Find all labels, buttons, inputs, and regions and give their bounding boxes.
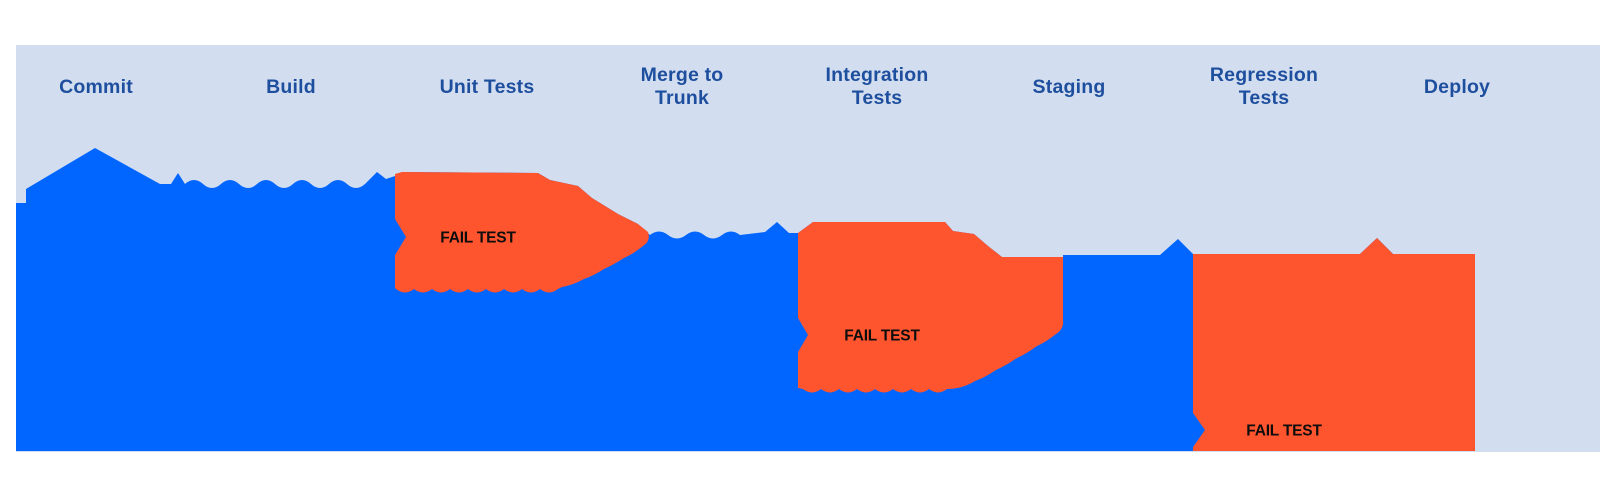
fail-test-label-regression-tests: FAIL TEST xyxy=(1246,422,1322,440)
pipeline-flow-shape xyxy=(16,148,1475,451)
stage-label-merge-to-trunk: Merge to Trunk xyxy=(640,64,724,109)
stage-label-staging: Staging xyxy=(1032,75,1106,98)
fail-region-integration-tests xyxy=(798,222,1064,393)
stage-label-regression-tests: Regression Tests xyxy=(1209,64,1319,109)
stage-label-commit: Commit xyxy=(59,75,133,98)
stage-label-build: Build xyxy=(266,75,316,98)
stage-label-unit-tests: Unit Tests xyxy=(439,75,535,98)
fail-test-label-integration-tests: FAIL TEST xyxy=(844,327,920,345)
stage-label-integration-tests: Integration Tests xyxy=(825,64,929,109)
stage-label-deploy: Deploy xyxy=(1423,75,1491,98)
fail-region-regression-tests xyxy=(1193,238,1475,451)
fail-region-unit-tests xyxy=(395,172,649,293)
fail-test-label-unit-tests: FAIL TEST xyxy=(440,229,516,247)
